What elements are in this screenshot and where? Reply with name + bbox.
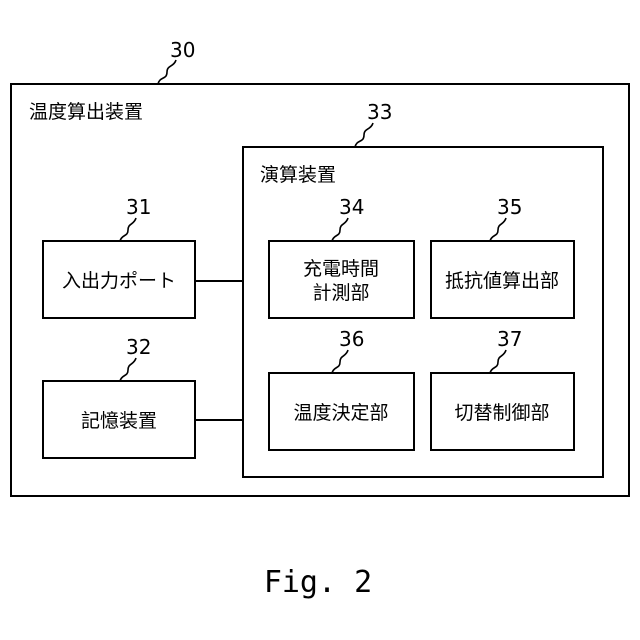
- ref-number-31: 31: [126, 195, 151, 219]
- ref-number-36: 36: [339, 327, 364, 351]
- leader-line-30: [158, 60, 176, 84]
- leader-line-33: [355, 123, 373, 147]
- leader-line-31: [120, 218, 136, 241]
- charge-time-label-line2: 計測部: [312, 282, 369, 304]
- computing-device-box: [243, 147, 603, 477]
- ref-number-30: 30: [170, 38, 195, 62]
- outer-device-label: 温度算出装置: [29, 101, 143, 123]
- ref-number-33: 33: [367, 100, 392, 124]
- leader-line-36: [332, 350, 348, 373]
- temperature-decision-label: 温度決定部: [293, 402, 388, 424]
- switching-control-label: 切替制御部: [454, 402, 549, 424]
- charge-time-label-line1: 充電時間: [303, 258, 379, 280]
- ref-number-34: 34: [339, 195, 364, 219]
- leader-line-34: [332, 218, 348, 241]
- leader-line-37: [490, 350, 506, 373]
- ref-number-32: 32: [126, 335, 151, 359]
- ref-number-37: 37: [497, 327, 522, 351]
- ref-number-35: 35: [497, 195, 522, 219]
- figure-caption: Fig. 2: [264, 565, 372, 600]
- resistance-calculation-label: 抵抗値算出部: [445, 270, 559, 292]
- computing-device-label: 演算装置: [260, 164, 336, 186]
- io-port-label: 入出力ポート: [62, 270, 176, 292]
- leader-line-35: [490, 218, 506, 241]
- storage-device-label: 記憶装置: [81, 410, 157, 432]
- leader-line-32: [120, 358, 136, 381]
